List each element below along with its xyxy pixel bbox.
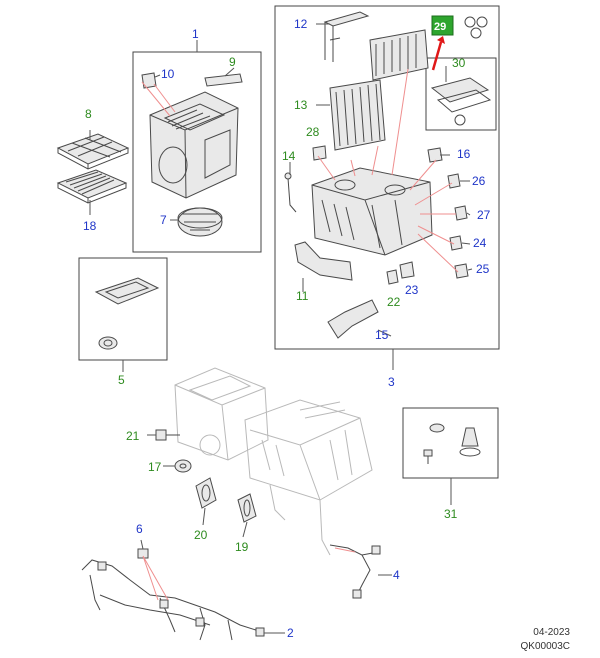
red-arrow-head (437, 36, 445, 44)
callout-23[interactable]: 23 (405, 283, 419, 297)
group-box-31 (402, 407, 499, 479)
callout-16[interactable]: 16 (457, 147, 471, 161)
callout-28[interactable]: 28 (306, 125, 320, 139)
wiring-harness-drawing-2 (81, 548, 265, 641)
callout-19[interactable]: 19 (235, 540, 249, 554)
callout-17[interactable]: 17 (148, 460, 162, 474)
fastener-drawings-31 (423, 423, 481, 464)
clip-kit-drawing-29 (464, 16, 488, 39)
pipe-drawing-15 (327, 299, 379, 339)
wiring-harness-drawing-4 (329, 544, 381, 599)
callout-5[interactable]: 5 (118, 373, 125, 387)
actuator-drawings (312, 145, 469, 285)
callout-26[interactable]: 26 (472, 174, 486, 188)
pollen-filter-drawing-18 (56, 169, 128, 204)
callout-7[interactable]: 7 (160, 213, 167, 227)
footer-date: 04-2023 (533, 627, 570, 638)
group-box-30 (425, 57, 497, 131)
callout-6[interactable]: 6 (136, 522, 143, 536)
callout-leaders (89, 23, 473, 634)
bracket-drawing-9 (204, 73, 243, 87)
callout-3[interactable]: 3 (388, 375, 395, 389)
red-arrow (431, 41, 443, 71)
sensor-drawing-10 (141, 72, 157, 89)
leader-4 (334, 547, 356, 553)
callout-18[interactable]: 18 (83, 219, 97, 233)
callout-10[interactable]: 10 (161, 67, 175, 81)
callout-27[interactable]: 27 (477, 208, 491, 222)
callout-20[interactable]: 20 (194, 528, 208, 542)
clip-drawing-21 (155, 429, 180, 441)
callout-14[interactable]: 14 (282, 149, 296, 163)
seal-drawing-19 (237, 493, 257, 523)
grommet-drawing-17 (174, 459, 192, 473)
callout-11[interactable]: 11 (296, 289, 309, 303)
leader-6 (142, 555, 169, 601)
callout-4[interactable]: 4 (393, 568, 400, 582)
callout-1[interactable]: 1 (192, 27, 199, 41)
callout-31[interactable]: 31 (444, 507, 458, 521)
callout-8[interactable]: 8 (85, 107, 92, 121)
leader-lines (141, 68, 459, 273)
seal-drawing-20 (195, 477, 217, 509)
callout-12[interactable]: 12 (294, 17, 308, 31)
callout-9[interactable]: 9 (229, 55, 236, 69)
callout-22[interactable]: 22 (387, 295, 401, 309)
seal-kit-drawing-30 (430, 77, 492, 126)
callout-21[interactable]: 21 (126, 429, 140, 443)
group-box-3 (274, 5, 500, 350)
faded-hvac-assembly (174, 367, 373, 556)
filter-frame-drawing-8 (56, 133, 130, 170)
heater-core-drawing-12 (323, 11, 429, 81)
callout-30[interactable]: 30 (452, 56, 466, 70)
callout-13[interactable]: 13 (294, 98, 308, 112)
callout-15[interactable]: 15 (375, 328, 389, 342)
blower-motor-drawing (177, 207, 223, 237)
group-box-5 (78, 257, 168, 361)
gasket-drawing-5 (94, 277, 160, 350)
hvac-module-drawing-3 (311, 167, 433, 256)
callout-24[interactable]: 24 (473, 236, 487, 250)
highlight-box-29 (431, 15, 454, 36)
evaporator-drawing-13 (329, 79, 386, 151)
callout-29[interactable]: 29 (434, 21, 446, 33)
callout-25[interactable]: 25 (476, 262, 490, 276)
footer-code: QK00003C (520, 641, 570, 652)
callout-2[interactable]: 2 (287, 626, 294, 640)
blower-housing-drawing (149, 91, 239, 199)
duct-drawing-11 (294, 241, 353, 281)
sensor-drawing-14 (284, 172, 297, 213)
